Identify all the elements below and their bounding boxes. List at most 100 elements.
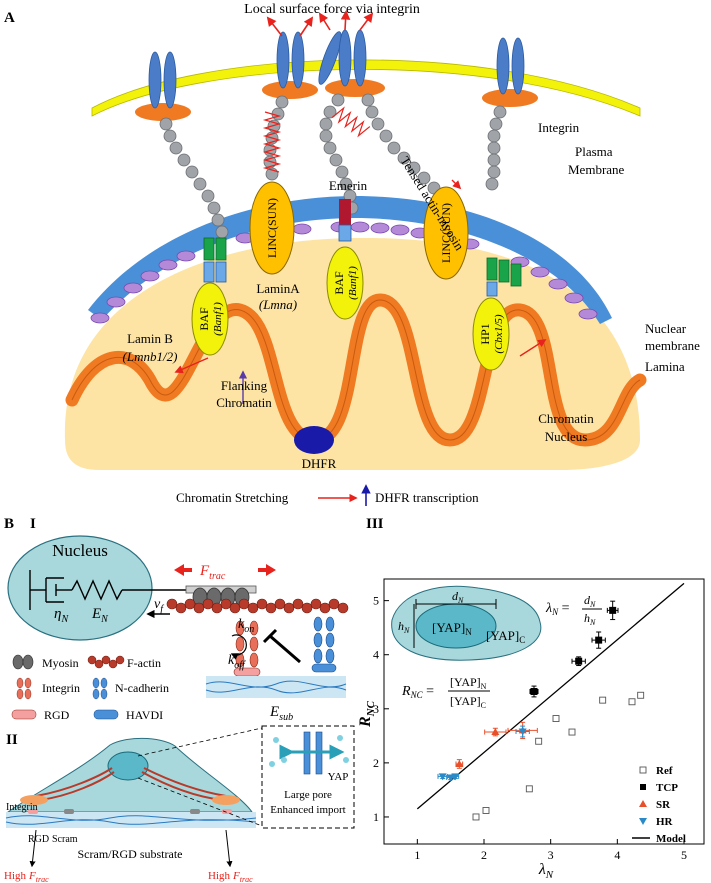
baf-left: BAF (Banf1): [191, 282, 229, 356]
havdi-icon: [93, 709, 119, 720]
formula-r: RNC = [YAP]N [YAP]C: [401, 675, 490, 710]
ref-point: [637, 691, 645, 699]
rgd-icon: [11, 709, 37, 720]
panel-a: A Local surface force via integrin: [4, 2, 700, 506]
y-tick-label: 1: [373, 810, 379, 824]
stretch-arrow-right: [519, 339, 547, 357]
integrin-stalks: [235, 620, 259, 668]
high-ftrac-arrow-left: [29, 829, 37, 868]
legend-sr-label: SR: [656, 799, 671, 811]
legend-factin: F-actin: [87, 655, 161, 670]
baf-left-label: BAF: [197, 307, 211, 331]
panel-b-ii: II Integrin RGD Scram Scram/RGD substrat…: [4, 725, 355, 883]
inhibition-bar: [269, 634, 301, 664]
flanking-label-2: Chromatin: [216, 395, 272, 410]
flanking-label-1: Flanking: [221, 378, 268, 393]
ref-point: [525, 785, 533, 793]
legend-ref-marker: [639, 766, 647, 774]
y-tick-label: 3: [373, 702, 379, 716]
hp1-gene: (Cbx1/5): [493, 314, 505, 353]
integrin-small-label: Integrin: [6, 802, 38, 813]
substrate-label: Scram/RGD substrate: [78, 847, 183, 861]
substrate-block: [206, 676, 346, 698]
legend-chromatin-stretching: Chromatin Stretching: [176, 490, 289, 505]
large-pore-label: Large pore: [284, 789, 332, 801]
myosin-icon-head: [22, 654, 34, 670]
ref-point: [472, 813, 480, 821]
formula-r-den: [YAP]C: [450, 694, 486, 710]
legend-havdi-label: HAVDI: [126, 708, 163, 722]
linc-left: LINC(SUN): [249, 181, 295, 275]
f-actin-icon: [87, 655, 125, 669]
tcp-point: [609, 606, 617, 614]
hr-point: [518, 728, 527, 736]
panel-b-i: B I Nucleus ηN EN Ftrac vf: [4, 516, 349, 723]
ref-point: [568, 728, 576, 736]
dhfr-gene: [294, 426, 334, 454]
baf-middle-gene: (Banf1): [347, 266, 359, 300]
nuclear-membrane-label-1: Nuclear: [645, 321, 687, 336]
lamina-label: Lamina: [645, 359, 685, 374]
emerin-protein: [339, 199, 351, 225]
model-line: [416, 582, 685, 810]
formula-lambda-lhs: λN =: [545, 601, 570, 617]
lamin-a-gene: (Lmna): [259, 297, 297, 312]
force-arrows: [266, 10, 374, 37]
x-tick-label: 1: [414, 848, 420, 862]
panel-b-label: B: [4, 516, 14, 532]
nuclear-membrane-label-2: membrane: [645, 338, 700, 353]
kon-label: kon: [238, 617, 254, 635]
integrin-1: [135, 51, 191, 121]
integrins: [135, 29, 538, 121]
integrin-2: [262, 31, 318, 99]
y-tick-label: 2: [373, 756, 379, 770]
rgd-small-label: RGD: [28, 834, 49, 845]
dhfr-label: DHFR: [302, 456, 337, 471]
linc-right: LINC(SUN): [423, 186, 469, 280]
substrate-pads: [28, 809, 232, 814]
lamin-a-proteins: [203, 237, 522, 287]
y-tick-label: 4: [373, 648, 379, 662]
f-trac-right-arrow: [258, 564, 276, 576]
plasma-membrane-label-2: Membrane: [568, 162, 625, 177]
zoom-line-top: [137, 727, 263, 757]
n-cadherin-icon: [92, 677, 108, 700]
baf-left-gene: (Banf1): [212, 302, 224, 336]
actin-chains: [159, 93, 507, 239]
scram-small-label: Scram: [52, 834, 78, 845]
havdi-pad: [311, 663, 337, 673]
myosin-spring-1: [262, 111, 282, 173]
plasma-membrane-label-1: Plasma: [575, 144, 613, 159]
e-n-label: EN: [91, 606, 109, 625]
substrate-ii-wave-2: [5, 819, 257, 825]
panel-b-iii: III dN hN [YAP]N [YAP]C λN = dN hN RNC =…: [357, 516, 705, 881]
legend-myosin: Myosin: [12, 654, 79, 670]
emerin-stem: [338, 224, 352, 242]
emerin-label: Emerin: [329, 178, 368, 193]
sr-point: [455, 759, 464, 767]
baf-middle-label: BAF: [332, 271, 346, 295]
yap-dots: [269, 735, 349, 767]
integrin-4: [482, 37, 538, 107]
legend-tcp-label: TCP: [656, 782, 678, 794]
legend-myosin-label: Myosin: [42, 656, 79, 670]
legend-rgd-label: RGD: [44, 708, 70, 722]
stretch-arrow-left: [174, 357, 209, 374]
formula-r-lhs: RNC =: [401, 684, 434, 700]
ref-point: [552, 715, 560, 722]
tcp-point: [530, 687, 538, 695]
kon-koff-cycle: [230, 634, 247, 660]
ref-point: [535, 737, 543, 745]
vf-label: vf: [154, 597, 164, 615]
legend-ncadherin: N-cadherin: [92, 677, 169, 700]
myosin-spring-2: [331, 106, 371, 138]
integrin-3: [318, 29, 385, 97]
legend-rgd: RGD: [11, 708, 70, 722]
linc-right-label: LINC(SUN): [439, 203, 453, 263]
subpanel-i-label: I: [30, 516, 36, 532]
lamin-a-stems: [203, 261, 498, 297]
hp1-label: HP1: [478, 323, 492, 344]
